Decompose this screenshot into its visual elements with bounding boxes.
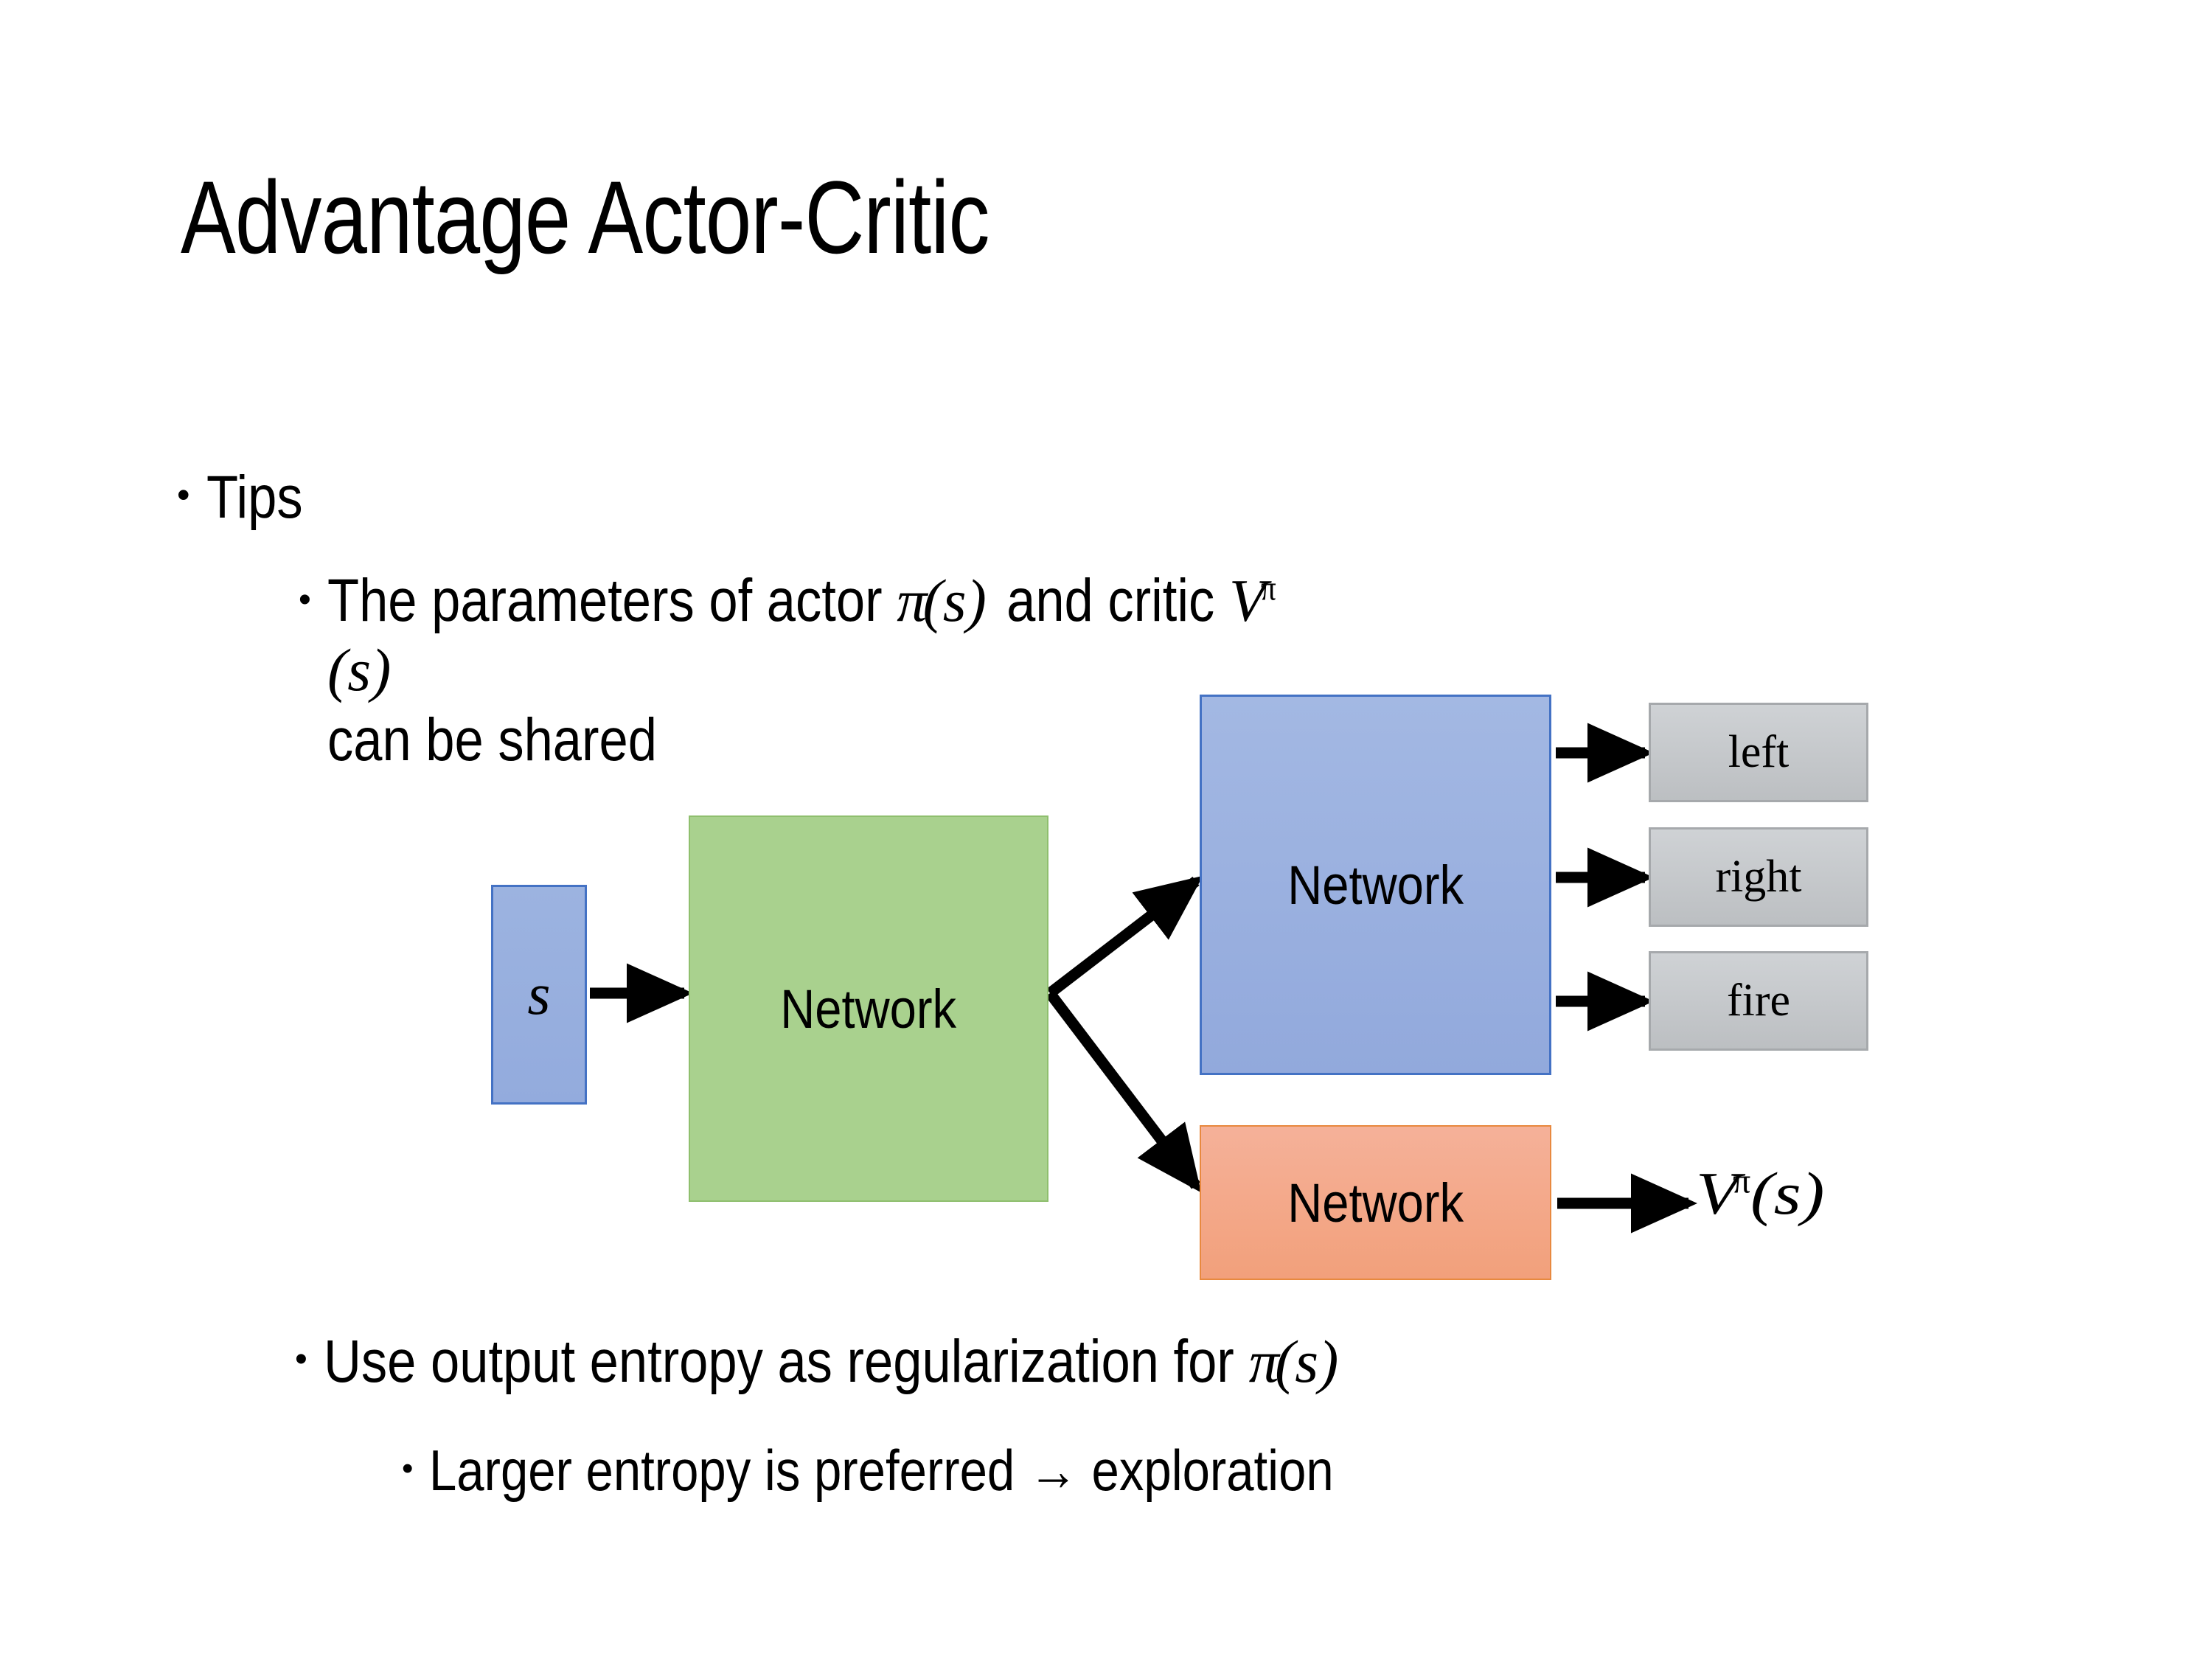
value-function-superscript-pi: π (1260, 569, 1276, 608)
action-output-fire-label: fire (1726, 975, 1791, 1026)
bullet-shared-parameters-label: The parameters of actor π(s) and critic … (327, 566, 1279, 775)
actor-network-label: Network (1287, 854, 1464, 916)
arrow-shared-to-critic (1046, 990, 1202, 1193)
params-mid-text: and critic (1006, 567, 1229, 634)
action-output-left-label: left (1728, 727, 1790, 777)
bullet-output-entropy: • Use output entropy as regularization f… (295, 1327, 1493, 1397)
critic-value-output: Vπ(s) (1696, 1159, 1824, 1228)
bullet-tips: • Tips (177, 463, 318, 532)
params-line2-text: can be shared (327, 706, 657, 773)
critic-value-argument: (s) (1750, 1160, 1825, 1227)
action-output-left[interactable]: left (1649, 703, 1868, 802)
value-function-argument: (s) (327, 636, 392, 704)
state-input-box[interactable]: s (491, 885, 587, 1105)
arrow-shared-to-actor (1046, 875, 1203, 998)
page-title: Advantage Actor-Critic (181, 159, 990, 275)
action-output-right[interactable]: right (1649, 827, 1868, 927)
shared-network-box[interactable]: Network (689, 815, 1048, 1202)
critic-network-label: Network (1287, 1172, 1464, 1234)
critic-value-superscript-pi: π (1733, 1162, 1751, 1201)
bullet-output-entropy-label: Use output entropy as regularization for… (323, 1327, 1338, 1397)
bullet-dot-icon: • (402, 1450, 414, 1486)
params-prefix-text: The parameters of actor (327, 567, 897, 634)
bullet-tips-label: Tips (206, 464, 303, 531)
bullet-dot-icon: • (299, 580, 311, 619)
bullet-shared-parameters: • The parameters of actor π(s) and criti… (299, 566, 1433, 775)
pi-argument: (s) (1274, 1328, 1338, 1395)
bullet-larger-entropy: • Larger entropy is preferred → explorat… (402, 1438, 1481, 1504)
pi-symbol: π (896, 567, 927, 634)
bullet-larger-entropy-label: Larger entropy is preferred → exploratio… (429, 1438, 1335, 1503)
value-function-symbol: V (1228, 567, 1266, 634)
state-label: s (527, 961, 551, 1027)
actor-network-box[interactable]: Network (1200, 695, 1551, 1075)
bullet-dot-icon: • (295, 1340, 307, 1379)
pi-symbol: π (1248, 1328, 1279, 1395)
bullet-dot-icon: • (177, 474, 190, 515)
entropy-prefix-text: Use output entropy as regularization for (323, 1328, 1249, 1395)
critic-network-box[interactable]: Network (1200, 1125, 1551, 1280)
critic-value-symbol: V (1696, 1160, 1739, 1227)
pi-argument: (s) (922, 567, 987, 634)
action-output-right-label: right (1715, 852, 1802, 902)
shared-network-label: Network (780, 978, 957, 1040)
action-output-fire[interactable]: fire (1649, 951, 1868, 1051)
